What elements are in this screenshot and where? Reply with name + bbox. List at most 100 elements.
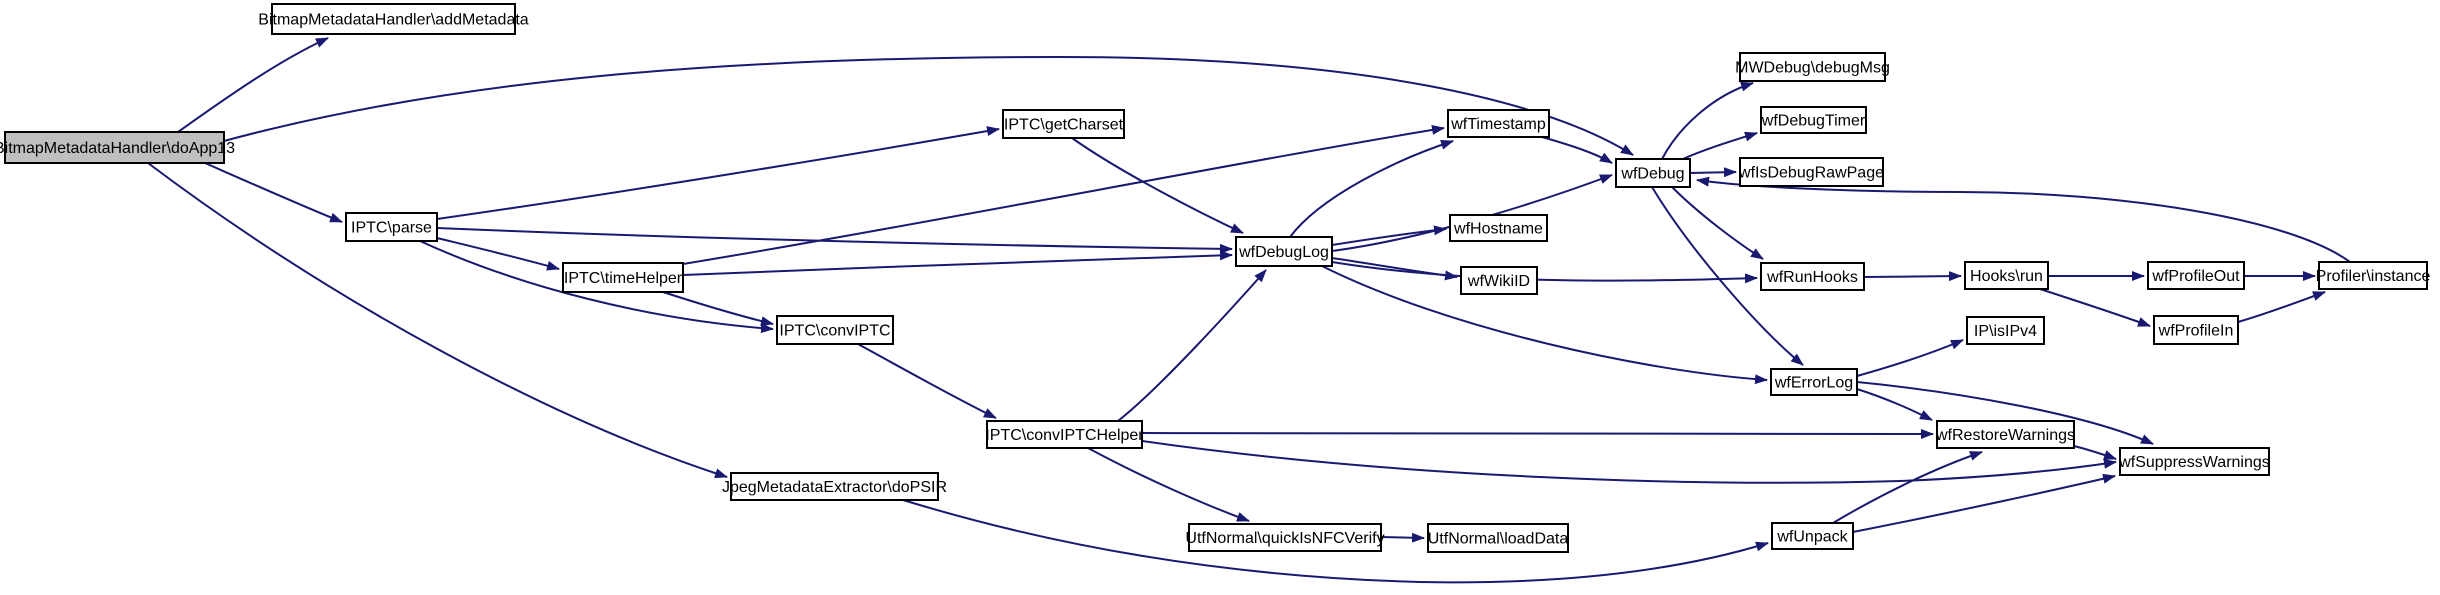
node-wfDebugLog[interactable]: wfDebugLog: [1235, 236, 1333, 267]
node-box-isIPv4[interactable]: [1966, 316, 2045, 345]
edge-wfErrorLog-to-wfRestoreWarnings: [1856, 388, 1933, 421]
node-label-wfRunHooks: wfRunHooks: [1766, 269, 1858, 286]
node-label-wfDebug: wfDebug: [1620, 166, 1684, 183]
node-label-wfRestoreWarnings: wfRestoreWarnings: [1935, 427, 2075, 444]
node-label-wfWikiID: wfWikiID: [1467, 273, 1530, 290]
node-box-wfDebugLog[interactable]: [1235, 236, 1333, 267]
node-label-wfSuppressWarnings: wfSuppressWarnings: [2118, 454, 2270, 471]
node-wfHostname[interactable]: wfHostname: [1449, 214, 1548, 242]
node-box-debugMsg[interactable]: [1739, 52, 1886, 82]
node-label-wfDebugLog: wfDebugLog: [1238, 244, 1329, 261]
node-box-parse[interactable]: [345, 212, 438, 242]
edge-wfDebugLog-to-wfErrorLog: [1321, 265, 1768, 385]
edge-wfDebug-to-wfErrorLog: [1651, 186, 1804, 366]
node-box-wfProfileOut[interactable]: [2147, 261, 2245, 290]
node-isIPv4[interactable]: IP\isIPv4: [1966, 316, 2045, 345]
node-label-wfDebugTimer: wfDebugTimer: [1761, 113, 1866, 130]
edge-parse-to-wfDebugLog: [436, 227, 1233, 254]
node-box-wfUnpack[interactable]: [1771, 522, 1854, 550]
node-box-wfDebug[interactable]: [1615, 158, 1691, 188]
node-profilerInstance[interactable]: Profiler\instance: [2316, 261, 2431, 290]
node-box-getCharset[interactable]: [1002, 109, 1125, 139]
node-box-doApp13[interactable]: [4, 131, 225, 164]
edge-convIPTCHelper-to-wfDebugLog: [1117, 269, 1267, 422]
node-addMetadata[interactable]: BitmapMetadataHandler\addMetadata: [258, 3, 529, 35]
node-doApp13[interactable]: BitmapMetadataHandler\doApp13: [0, 131, 235, 164]
edge-wfErrorLog-to-isIPv4: [1856, 339, 1964, 377]
node-convIPTC[interactable]: IPTC\convIPTC: [776, 315, 894, 345]
node-box-doPSIR[interactable]: [730, 472, 939, 501]
edge-wfRestoreWarnings-to-wfSuppressWarnings: [2073, 445, 2117, 460]
node-box-convIPTC[interactable]: [776, 315, 894, 345]
node-box-wfDebugTimer[interactable]: [1760, 106, 1867, 134]
node-box-wfWikiID[interactable]: [1460, 266, 1538, 295]
node-box-hooksRun[interactable]: [1964, 261, 2049, 290]
node-box-profilerInstance[interactable]: [2318, 261, 2428, 290]
node-wfRunHooks[interactable]: wfRunHooks: [1760, 262, 1865, 291]
node-box-convIPTCHelper[interactable]: [986, 420, 1143, 449]
node-wfRestoreWarnings[interactable]: wfRestoreWarnings: [1935, 420, 2075, 449]
node-debugMsg[interactable]: MWDebug\debugMsg: [1735, 52, 1890, 82]
edge-doApp13-to-doPSIR: [147, 162, 728, 479]
node-box-wfErrorLog[interactable]: [1770, 368, 1858, 396]
node-doPSIR[interactable]: JpegMetadataExtractor\doPSIR: [722, 472, 947, 501]
edge-doApp13-to-wfDebug: [223, 55, 1634, 156]
edge-profilerInstance-to-wfDebug: [1696, 176, 2351, 263]
edge-wfRunHooks-to-hooksRun: [1863, 271, 1962, 282]
node-box-addMetadata[interactable]: [271, 3, 516, 35]
node-box-loadData[interactable]: [1427, 523, 1569, 553]
node-label-convIPTCHelper: IPTC\convIPTCHelper: [985, 427, 1144, 444]
node-box-wfTimestamp[interactable]: [1447, 109, 1550, 138]
edge-wfDebug-to-wfDebugTimer: [1682, 131, 1758, 160]
edge-timeHelper-to-wfTimestamp: [682, 124, 1445, 265]
node-convIPTCHelper[interactable]: IPTC\convIPTCHelper: [985, 420, 1144, 449]
node-box-wfSuppressWarnings[interactable]: [2119, 447, 2270, 476]
node-loadData[interactable]: UtfNormal\loadData: [1427, 523, 1569, 553]
node-box-wfProfileIn[interactable]: [2153, 315, 2239, 345]
node-wfWikiID[interactable]: wfWikiID: [1460, 266, 1538, 295]
edge-quickIsNFCVerify-to-loadData: [1380, 532, 1425, 543]
edge-timeHelper-to-convIPTC: [662, 291, 774, 327]
node-label-loadData: UtfNormal\loadData: [1428, 531, 1569, 548]
node-label-wfProfileOut: wfProfileOut: [2151, 268, 2240, 285]
edge-getCharset-to-wfDebugLog: [1071, 137, 1244, 234]
node-box-timeHelper[interactable]: [562, 262, 684, 293]
node-wfIsDebugRawPage[interactable]: wfIsDebugRawPage: [1738, 157, 1884, 187]
node-wfTimestamp[interactable]: wfTimestamp: [1447, 109, 1550, 138]
node-box-wfRestoreWarnings[interactable]: [1936, 420, 2075, 449]
node-wfProfileIn[interactable]: wfProfileIn: [2153, 315, 2239, 345]
node-label-wfUnpack: wfUnpack: [1776, 529, 1848, 546]
node-hooksRun[interactable]: Hooks\run: [1964, 261, 2049, 290]
node-wfErrorLog[interactable]: wfErrorLog: [1770, 368, 1858, 396]
edge-doApp13-to-parse: [204, 162, 343, 223]
node-quickIsNFCVerify[interactable]: UtfNormal\quickIsNFCVerify: [1185, 523, 1385, 552]
edge-parse-to-getCharset: [436, 126, 1000, 220]
node-parse[interactable]: IPTC\parse: [345, 212, 438, 242]
node-box-wfRunHooks[interactable]: [1760, 262, 1865, 291]
node-label-quickIsNFCVerify: UtfNormal\quickIsNFCVerify: [1185, 530, 1384, 547]
node-box-wfIsDebugRawPage[interactable]: [1739, 157, 1884, 187]
node-wfSuppressWarnings[interactable]: wfSuppressWarnings: [2118, 447, 2270, 476]
node-wfProfileOut[interactable]: wfProfileOut: [2147, 261, 2245, 290]
nodes-layer: BitmapMetadataHandler\doApp13 BitmapMetad…: [0, 3, 2431, 553]
node-label-profilerInstance: Profiler\instance: [2316, 268, 2431, 285]
node-wfUnpack[interactable]: wfUnpack: [1771, 522, 1854, 550]
node-label-hooksRun: Hooks\run: [1970, 268, 2043, 285]
edge-convIPTC-to-convIPTCHelper: [857, 343, 997, 419]
node-timeHelper[interactable]: IPTC\timeHelper: [562, 262, 684, 293]
node-box-wfHostname[interactable]: [1449, 214, 1548, 242]
node-getCharset[interactable]: IPTC\getCharset: [1002, 109, 1125, 139]
node-label-addMetadata: BitmapMetadataHandler\addMetadata: [258, 12, 528, 29]
node-box-quickIsNFCVerify[interactable]: [1188, 523, 1382, 552]
edge-wfDebugLog-to-wfTimestamp: [1289, 139, 1454, 238]
node-label-wfIsDebugRawPage: wfIsDebugRawPage: [1738, 165, 1884, 182]
edge-wfDebug-to-debugMsg: [1661, 81, 1754, 160]
node-label-doApp13: BitmapMetadataHandler\doApp13: [0, 140, 235, 157]
node-label-isIPv4: IP\isIPv4: [1974, 323, 2037, 340]
edge-wfDebug-to-wfRunHooks: [1671, 186, 1764, 260]
edges-layer: [147, 37, 2351, 584]
node-wfDebug[interactable]: wfDebug: [1615, 158, 1691, 188]
node-wfDebugTimer[interactable]: wfDebugTimer: [1760, 106, 1867, 134]
